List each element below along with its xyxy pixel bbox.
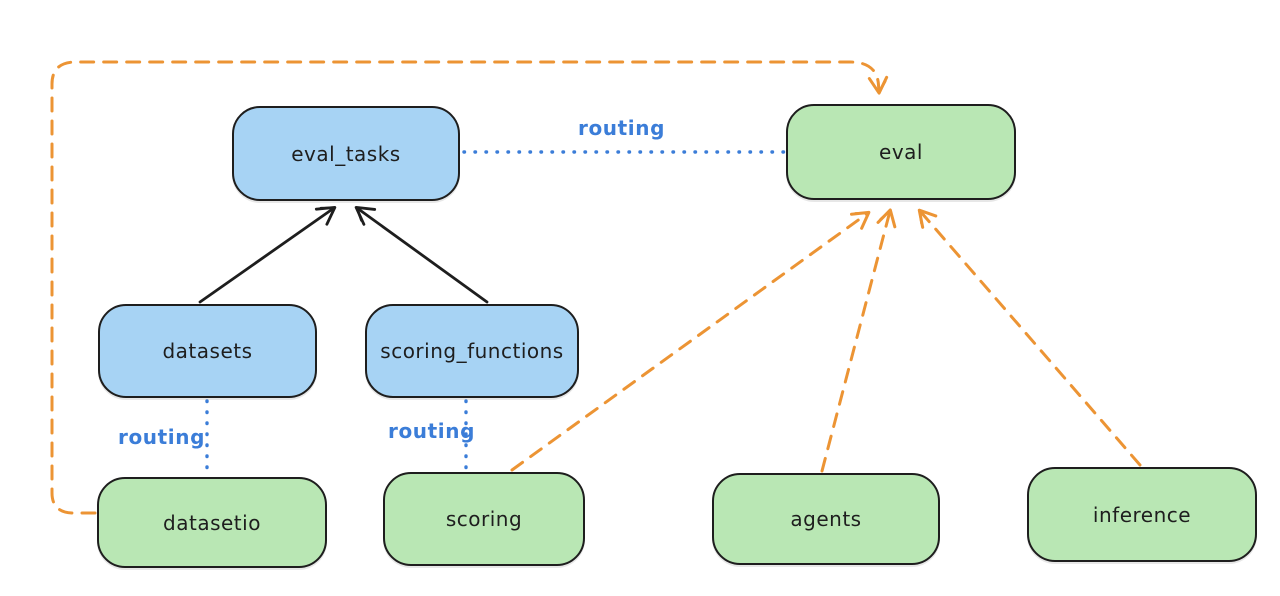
node-inference-label: inference xyxy=(1092,502,1192,527)
node-inference: inference xyxy=(1027,467,1257,562)
edge-agents-to-eval xyxy=(820,208,897,473)
node-eval: eval xyxy=(786,104,1016,200)
node-datasets-label: datasets xyxy=(162,339,253,363)
edge-inference-to-eval xyxy=(917,208,1142,467)
node-agents: agents xyxy=(712,473,940,565)
node-datasetio-label: datasetio xyxy=(163,510,261,535)
node-scoring-functions-label: scoring_functions xyxy=(380,339,564,363)
node-scoring-functions: scoring_functions xyxy=(365,304,579,398)
node-scoring: scoring xyxy=(383,472,585,566)
edge-datasets-to-eval-tasks xyxy=(198,205,337,304)
routing-label-datasets-datasetio: routing xyxy=(118,425,206,449)
node-eval-tasks-label: eval_tasks xyxy=(291,141,401,166)
edge-scoring-functions-to-eval-tasks xyxy=(354,205,489,304)
routing-label-scoring-functions-scoring: routing xyxy=(388,419,476,443)
edge-datasetio-to-eval-loop xyxy=(50,60,889,515)
routing-label-eval-tasks-eval: routing xyxy=(578,116,666,140)
node-eval-tasks: eval_tasks xyxy=(232,106,460,201)
node-agents-label: agents xyxy=(790,507,862,531)
node-eval-label: eval xyxy=(879,140,923,164)
edge-scoring-to-eval xyxy=(510,210,871,472)
node-datasets: datasets xyxy=(98,304,317,398)
node-scoring-label: scoring xyxy=(445,507,523,531)
node-datasetio: datasetio xyxy=(97,477,327,568)
